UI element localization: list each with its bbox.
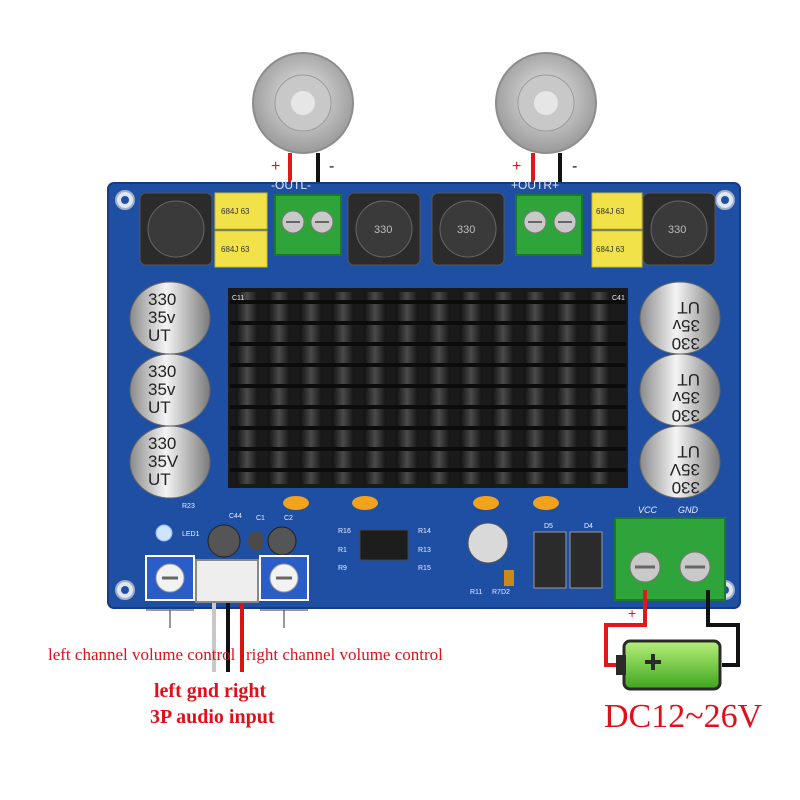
svg-text:330: 330 xyxy=(457,224,475,236)
svg-text:35v: 35v xyxy=(148,308,176,327)
heatsink-groove xyxy=(230,447,626,451)
small-components xyxy=(155,522,603,589)
svg-text:R15: R15 xyxy=(418,565,431,572)
svg-text:35v: 35v xyxy=(672,388,700,407)
heatsink-groove xyxy=(230,321,626,325)
svg-text:330: 330 xyxy=(148,434,176,453)
right-speaker-terminal-icon xyxy=(515,194,583,256)
right-volume-caption: right channel volume control xyxy=(246,645,443,664)
heatsink-groove xyxy=(230,342,626,346)
svg-text:UT: UT xyxy=(677,442,700,461)
heatsink-groove xyxy=(230,363,626,367)
voltage-caption: DC12~26V xyxy=(604,698,763,735)
svg-text:UT: UT xyxy=(148,398,171,417)
gnd-label: GND xyxy=(678,505,699,515)
heatsink-groove xyxy=(230,468,626,472)
left-volume-caption: left channel volume control xyxy=(48,645,236,664)
inductor-4-icon xyxy=(642,192,716,266)
audio-input-connector-icon xyxy=(195,559,259,672)
svg-text:684J 63: 684J 63 xyxy=(221,245,250,254)
svg-text:684J 63: 684J 63 xyxy=(221,207,250,216)
left-speaker-icon xyxy=(252,52,354,154)
right-speaker-icon xyxy=(495,52,597,154)
right-volume-knob-icon xyxy=(259,555,309,601)
heatsink-groove xyxy=(230,426,626,430)
electrolytic-capacitors xyxy=(129,281,721,499)
audio-input-caption: 3P audio input xyxy=(150,706,275,728)
svg-text:R11: R11 xyxy=(470,589,482,596)
svg-text:R13: R13 xyxy=(418,547,431,554)
svg-text:D5: D5 xyxy=(544,523,553,530)
svg-text:35v: 35v xyxy=(148,380,176,399)
heatsink-groove xyxy=(230,300,626,304)
svg-text:684J 63: 684J 63 xyxy=(596,207,625,216)
svg-text:330: 330 xyxy=(668,224,686,236)
heatsink-groove xyxy=(230,405,626,409)
svg-text:684J 63: 684J 63 xyxy=(596,245,625,254)
audio-pins-caption: left gnd right xyxy=(154,680,267,702)
svg-text:R14: R14 xyxy=(418,528,431,535)
svg-text:330: 330 xyxy=(148,290,176,309)
svg-text:C44: C44 xyxy=(229,513,242,520)
battery-icon xyxy=(616,639,722,691)
svg-text:330: 330 xyxy=(374,224,392,236)
heatsink xyxy=(228,288,628,488)
svg-text:C41: C41 xyxy=(612,295,625,302)
power-minus-sign: - xyxy=(706,605,711,621)
svg-text:R7D2: R7D2 xyxy=(492,589,510,596)
power-terminal-icon xyxy=(614,517,726,601)
right-minus-sign: - xyxy=(572,158,577,175)
svg-text:330: 330 xyxy=(672,406,700,425)
svg-text:330: 330 xyxy=(672,334,700,353)
svg-text:UT: UT xyxy=(148,326,171,345)
power-plus-sign: + xyxy=(628,605,636,621)
svg-text:C1: C1 xyxy=(256,515,265,522)
svg-text:C11: C11 xyxy=(232,295,244,302)
svg-text:R23: R23 xyxy=(182,503,195,510)
left-volume-knob-icon xyxy=(145,555,195,601)
svg-text:35V: 35V xyxy=(669,460,700,479)
power-wires xyxy=(604,590,740,667)
svg-text:UT: UT xyxy=(677,298,700,317)
svg-text:35V: 35V xyxy=(148,452,179,471)
left-minus-sign: - xyxy=(329,158,334,175)
svg-text:35v: 35v xyxy=(672,316,700,335)
svg-text:330: 330 xyxy=(672,478,700,497)
right-plus-sign: + xyxy=(512,158,521,175)
svg-text:R16: R16 xyxy=(338,528,351,535)
outr-label: +OUTR+ xyxy=(511,178,559,192)
svg-text:UT: UT xyxy=(148,470,171,489)
left-capacitor-labels: 330 35v UT 330 35v UT 330 35V UT xyxy=(148,290,179,489)
heatsink-groove xyxy=(230,384,626,388)
inductor-2-icon xyxy=(347,192,421,266)
right-capacitor-labels: UT 35v 330 UT 35v 330 UT 35V 330 xyxy=(669,298,700,497)
svg-text:C2: C2 xyxy=(284,515,293,522)
svg-text:330: 330 xyxy=(148,362,176,381)
pcb-silkscreen-labels: C11 C41 R23 LED1 C44 C1 C2 R16 R1 R9 R14… xyxy=(182,295,625,596)
svg-text:R9: R9 xyxy=(338,565,347,572)
left-plus-sign: + xyxy=(271,158,280,175)
inductor-1-icon xyxy=(139,192,213,266)
outl-label: -OUTL- xyxy=(271,178,311,192)
svg-text:R1: R1 xyxy=(338,547,347,554)
svg-text:UT: UT xyxy=(677,370,700,389)
svg-text:LED1: LED1 xyxy=(182,531,200,538)
left-speaker-terminal-icon xyxy=(274,194,342,256)
svg-text:D4: D4 xyxy=(584,523,593,530)
inductor-3-icon xyxy=(431,192,505,266)
vcc-label: VCC xyxy=(638,505,658,515)
